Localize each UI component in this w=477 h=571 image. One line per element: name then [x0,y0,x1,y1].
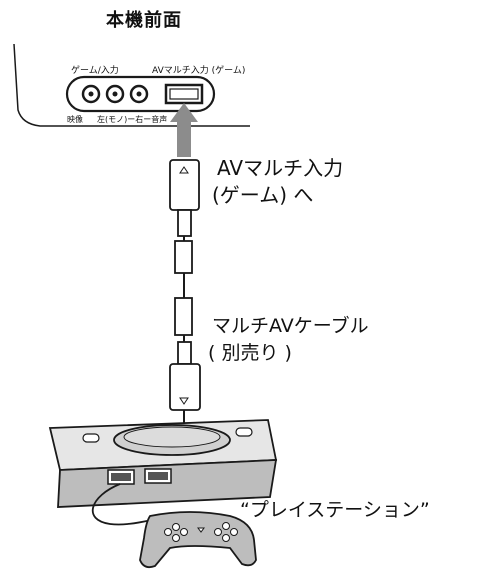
callout-av-input-line2: (ゲーム) へ [212,183,314,207]
callout-console-name: “プレイステーション” [240,499,430,521]
cable-plug-lower-icon [169,341,201,411]
jack-video [81,84,101,104]
jack-audio-right [129,84,149,104]
label-audio: 左(モノ)ー右ー音声 [97,115,168,124]
cable-plug-icon [169,159,200,237]
callout-av-input-line1: AVマルチ入力 [217,156,344,180]
ferrite-core-lower [174,297,193,336]
label-av-multi-input: AVマルチ入力 (ゲーム) [152,66,246,76]
arrow-up-icon [170,103,198,157]
controller-icon [139,511,257,569]
label-video: 映像 [67,115,83,124]
callout-cable-line2: ( 別売り ) [208,342,292,364]
jack-audio-left [105,84,125,104]
av-multi-port [164,83,204,105]
label-game-input: ゲーム/入力 [71,66,119,76]
page-title: 本機前面 [106,10,182,31]
tv-front-outline [13,43,250,127]
ferrite-core-upper [174,240,193,274]
console-icon [48,419,278,508]
callout-cable-line1: マルチAVケーブル [212,315,369,337]
